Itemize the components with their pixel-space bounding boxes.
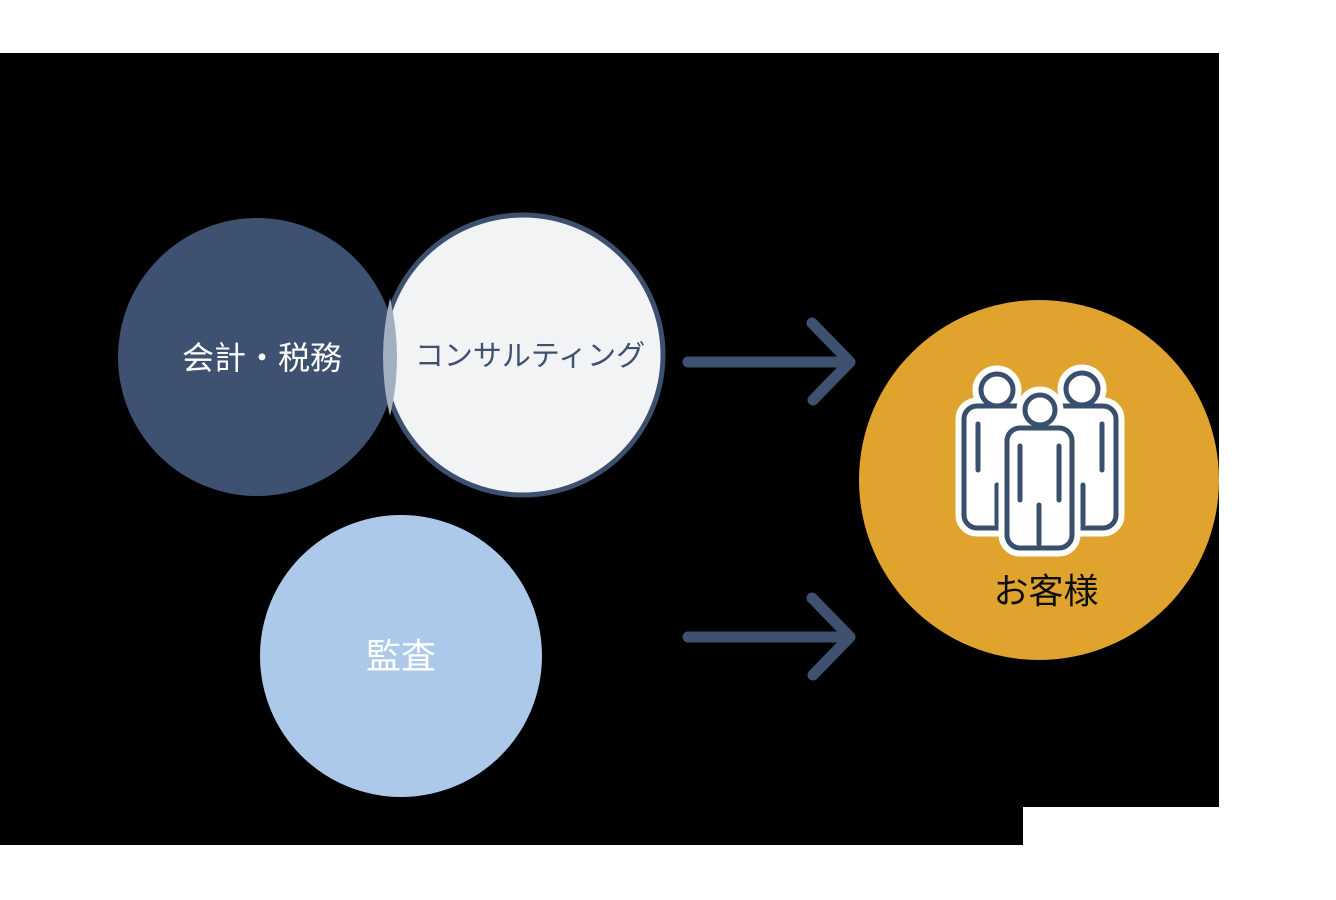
person-center — [1004, 392, 1075, 551]
audit-label: 監査 — [365, 637, 437, 677]
accounting-tax-circle — [118, 218, 396, 496]
consulting-label: コンサルティング — [414, 340, 646, 373]
overlap-lens — [383, 298, 397, 416]
accounting-tax-label: 会計・税務 — [181, 340, 343, 376]
audit-circle — [260, 515, 542, 797]
arrow-top-icon — [682, 317, 856, 406]
white-area-bottom — [0, 845, 1336, 900]
arrow-bottom-icon — [682, 592, 856, 681]
white-area-top — [0, 0, 1336, 53]
consulting-circle — [380, 212, 666, 498]
white-area-right — [1219, 0, 1336, 900]
people-group-icon — [955, 364, 1125, 557]
customer-label: お客様 — [993, 572, 1099, 612]
